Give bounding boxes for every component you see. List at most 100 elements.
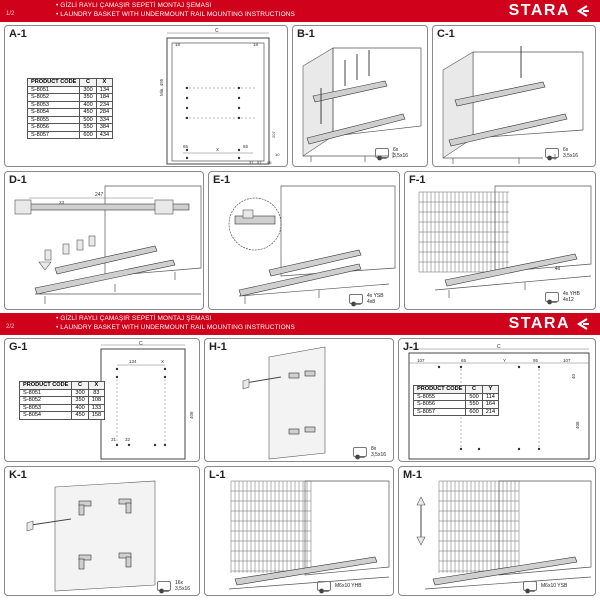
basket-assembly-diagram: [228, 480, 390, 590]
svg-text:65: 65: [183, 144, 189, 149]
screw-size: 3,5x16: [371, 452, 387, 458]
svg-text:Min. 495: Min. 495: [159, 78, 164, 96]
step-label: C-1: [437, 28, 455, 40]
screw-count: 4x: [555, 266, 561, 272]
rail-mounting-diagram: [442, 46, 584, 164]
screw-count: 4x YSB: [367, 293, 384, 299]
basket-assembly-diagram: [416, 480, 592, 590]
step-label: B-1: [297, 28, 315, 40]
svg-text:C: C: [497, 344, 501, 350]
screw-icon: [349, 294, 363, 307]
step-label: J-1: [403, 341, 419, 353]
header-bottom: 2/2 GİZLİ RAYLI ÇAMAŞIR SEPETİ MONTAJ ŞE…: [0, 313, 600, 335]
panel-j1: J-1 C 107 65 Y 95 107 408 40 PRODUCT COD…: [398, 338, 596, 462]
step-label: H-1: [209, 341, 227, 353]
step-label: F-1: [409, 174, 426, 186]
svg-text:107: 107: [417, 358, 425, 363]
svg-text:18: 18: [253, 42, 259, 47]
panel-g1: G-1 C 134 X 31 32 408 PRODUCT CODE C X S…: [4, 338, 200, 462]
screw-count: 6x: [563, 147, 569, 153]
panel-c1: C-1 6x 3,5x16: [432, 25, 596, 167]
step-label: L-1: [209, 469, 226, 481]
rail-mounting-diagram: [302, 47, 422, 162]
logo-arrow-icon: [576, 318, 589, 330]
screw-count: 8x: [371, 446, 377, 452]
panel-l1: L-1 M6x10 YHB: [204, 466, 394, 596]
rail-detail-diagram: 247 23 58: [14, 185, 202, 304]
screw-size: 3,5x16: [175, 586, 191, 592]
page-number: 2/2: [6, 324, 15, 330]
svg-text:32: 32: [125, 437, 131, 442]
panel-b1: B-1 6x 3,5x16: [292, 25, 428, 167]
page-number: 1/2: [6, 11, 15, 17]
title-english: LAUNDRY BASKET WITH UNDERMOUNT RAIL MOUN…: [56, 11, 295, 20]
screw-count: 16x: [175, 580, 184, 586]
screw-icon: [317, 581, 331, 594]
panel-e1: E-1 4x YSB 4x8: [208, 171, 400, 310]
svg-text:95: 95: [267, 160, 272, 165]
svg-text:40: 40: [571, 373, 576, 379]
svg-text:10: 10: [275, 152, 280, 157]
header-top: 1/2 GİZLİ RAYLI ÇAMAŞIR SEPETİ MONTAJ ŞE…: [0, 0, 600, 22]
svg-text:23: 23: [59, 200, 65, 205]
svg-text:31: 31: [111, 437, 117, 442]
panel-a1: A-1 C 18 18 Min. 495 X 65 65 207 10 95 5…: [4, 25, 288, 167]
screw-icon: [523, 581, 537, 594]
step-label: E-1: [213, 174, 231, 186]
svg-text:65: 65: [243, 144, 249, 149]
svg-text:247: 247: [95, 192, 104, 198]
side-panel-diagram: C 107 65 Y 95 107 408 40: [408, 344, 590, 460]
title-turkish: GİZLİ RAYLI ÇAMAŞIR SEPETİ MONTAJ ŞEMASI: [56, 2, 295, 11]
step-label: M-1: [403, 469, 422, 481]
logo-arrow-icon: [576, 5, 589, 17]
step-label: D-1: [9, 174, 27, 186]
stara-logo: STARA: [508, 315, 570, 332]
svg-text:X: X: [161, 359, 164, 364]
title-turkish: GİZLİ RAYLI ÇAMAŞIR SEPETİ MONTAJ ŞEMASI: [56, 315, 295, 324]
screw-size: 4x8: [367, 299, 376, 305]
svg-text:37: 37: [249, 160, 254, 165]
screw-icon: [545, 148, 559, 161]
step-label: G-1: [9, 341, 28, 353]
step-label: A-1: [9, 28, 27, 40]
screw-size: 4x12: [563, 297, 574, 303]
cabinet-front-diagram: C 18 18 Min. 495 X 65 65 207 10 95 57 37: [159, 28, 280, 165]
svg-text:57: 57: [257, 160, 262, 165]
screw-icon: [375, 148, 389, 161]
svg-text:X: X: [216, 147, 219, 152]
svg-text:Y: Y: [503, 358, 506, 363]
screw-icon: [157, 581, 171, 594]
svg-text:65: 65: [461, 358, 467, 363]
svg-text:408: 408: [575, 421, 580, 429]
rail-clip-diagram: [228, 185, 396, 304]
panel-m1: M-1 M6x10 YSB: [398, 466, 596, 596]
svg-text:207: 207: [271, 131, 276, 138]
screw-size: M6x10 YHB: [335, 583, 362, 589]
svg-text:C: C: [139, 341, 143, 347]
panel-d1: D-1 247 23 58: [4, 171, 204, 310]
basket-assembly-diagram: [418, 185, 592, 298]
screw-count: 4x YHB: [563, 291, 580, 297]
svg-text:107: 107: [563, 358, 571, 363]
screw-size: 3,5x16: [393, 153, 409, 159]
panel-k1: K-1 16x 3,5x16: [4, 466, 200, 596]
screw-icon: [353, 447, 367, 460]
stara-logo: STARA: [508, 2, 570, 19]
dim-c: C: [215, 28, 219, 34]
screw-icon: [545, 292, 559, 305]
svg-text:408: 408: [189, 411, 194, 419]
bracket-mounting-diagram: [26, 480, 156, 592]
bracket-mounting-diagram: [242, 346, 326, 460]
panel-f1: F-1 4x 4x YHB 4x12: [404, 171, 596, 310]
